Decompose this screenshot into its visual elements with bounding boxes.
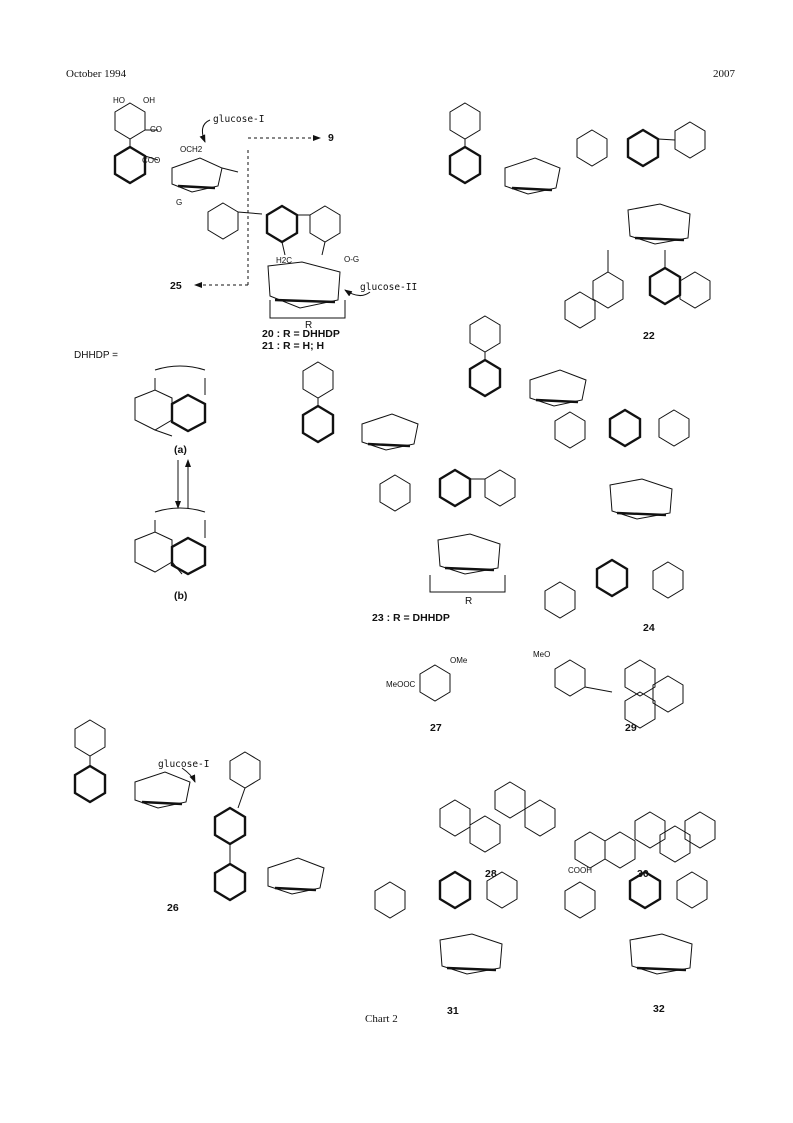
structure-26 bbox=[73, 719, 325, 902]
structure-23 bbox=[301, 361, 516, 593]
structure-32 bbox=[564, 870, 708, 975]
label-28: 28 bbox=[485, 868, 497, 880]
label-20: 20 : R = DHHDP bbox=[262, 328, 340, 340]
label-21: 21 : R = H; H bbox=[262, 340, 325, 352]
group-ome: OMe bbox=[450, 656, 468, 665]
label-r-23: R bbox=[465, 596, 473, 607]
label-r-top: R bbox=[305, 320, 313, 331]
group-ho: HO bbox=[113, 96, 125, 105]
label-27: 27 bbox=[430, 722, 442, 734]
chart-caption: Chart 2 bbox=[365, 1013, 398, 1025]
label-form-b: (b) bbox=[174, 590, 188, 602]
group-co: CO bbox=[150, 125, 162, 134]
structure-31 bbox=[374, 870, 518, 975]
group-cooh: COOH bbox=[568, 866, 592, 875]
label-24: 24 bbox=[643, 622, 655, 634]
structure-dhhdp bbox=[134, 365, 207, 576]
structure-28 bbox=[439, 781, 556, 853]
structure-22 bbox=[448, 102, 711, 329]
group-coo: COO bbox=[142, 156, 161, 165]
group-og: O-G bbox=[344, 255, 360, 264]
running-header-date: October 1994 bbox=[66, 68, 127, 80]
label-23: 23 : R = DHHDP bbox=[372, 612, 450, 624]
label-31: 31 bbox=[447, 1005, 459, 1017]
group-meooc: MeOOC bbox=[386, 680, 416, 689]
label-22: 22 bbox=[643, 330, 655, 342]
label-30: 30 bbox=[637, 868, 649, 880]
group-g: G bbox=[176, 198, 183, 207]
glucose-i-label-26: glucose-I bbox=[158, 759, 210, 770]
label-dhhdp: DHHDP = bbox=[74, 350, 118, 361]
group-meo: MeO bbox=[533, 650, 551, 659]
label-25: 25 bbox=[170, 280, 182, 292]
structure-30 bbox=[574, 811, 716, 869]
group-och2: OCH2 bbox=[180, 145, 203, 154]
structure-24 bbox=[468, 315, 690, 619]
label-9: 9 bbox=[328, 132, 334, 144]
label-26: 26 bbox=[167, 902, 179, 914]
page-number: 2007 bbox=[713, 68, 735, 80]
label-32: 32 bbox=[653, 1003, 665, 1015]
group-oh: OH bbox=[143, 96, 155, 105]
structure-27 bbox=[419, 664, 451, 702]
label-29: 29 bbox=[625, 722, 637, 734]
group-h2c: H2C bbox=[276, 256, 293, 265]
glucose-ii-label: glucose-II bbox=[360, 282, 418, 293]
glucose-i-label: glucose-I bbox=[213, 114, 265, 125]
label-form-a: (a) bbox=[174, 444, 187, 456]
structure-20-21 bbox=[113, 102, 371, 319]
structure-29 bbox=[554, 659, 684, 729]
